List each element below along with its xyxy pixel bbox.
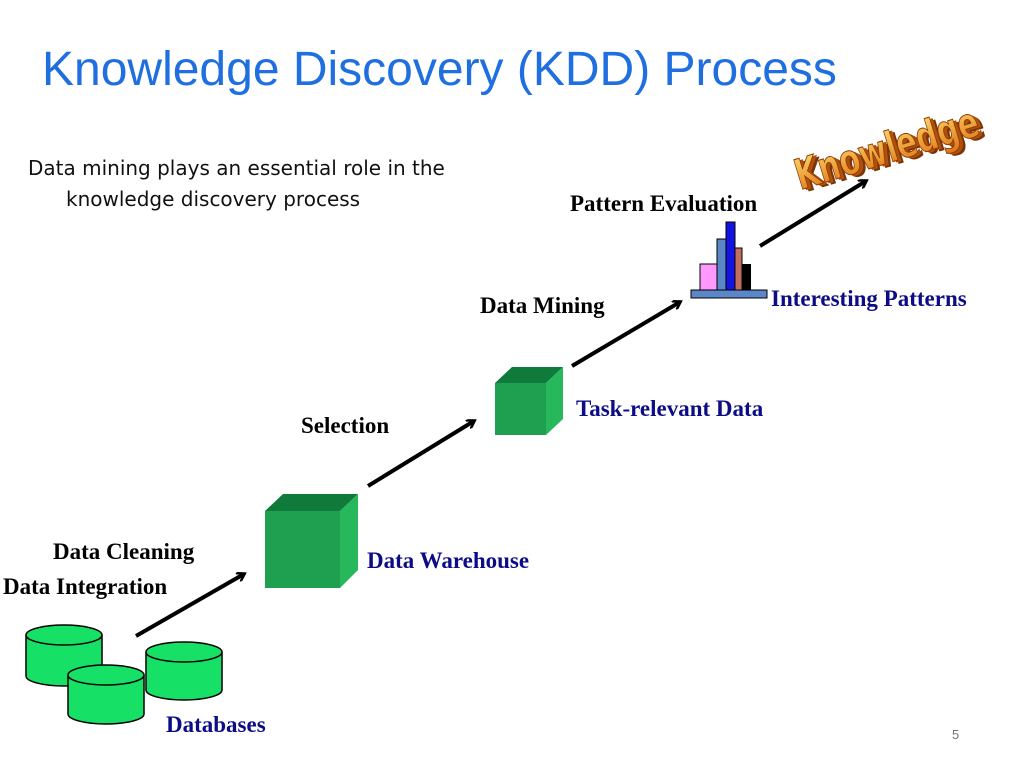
- pattern-bars-icon: [690, 221, 768, 299]
- subtitle-line-2: knowledge discovery process: [66, 187, 361, 211]
- arrow-integration: [135, 574, 244, 638]
- data-mining-label: Data Mining: [480, 293, 605, 318]
- interesting-patterns-label: Interesting Patterns: [771, 286, 967, 311]
- data-warehouse-label: Data Warehouse: [367, 548, 530, 573]
- page-number: 5: [952, 727, 960, 742]
- arrow-mining: [570, 302, 680, 368]
- task-relevant-data-label: Task-relevant Data: [576, 396, 764, 421]
- data-integration-label: Data Integration: [3, 574, 168, 599]
- pattern-evaluation-label: Pattern Evaluation: [570, 191, 758, 216]
- database-icon: [145, 641, 223, 701]
- arrow-evaluation: [758, 181, 866, 248]
- slide-subtitle: Data mining plays an essential role in t…: [28, 153, 508, 215]
- slide-title: Knowledge Discovery (KDD) Process: [42, 43, 837, 96]
- data-warehouse-cube-icon: [265, 494, 358, 588]
- knowledge-wordart: Knowledge Knowledge Knowledge: [788, 97, 990, 202]
- arrow-selection: [366, 421, 474, 488]
- database-icon: [67, 664, 145, 725]
- databases-label: Databases: [166, 712, 266, 737]
- svg-text:Knowledge: Knowledge: [789, 97, 985, 199]
- subtitle-line-1: Data mining plays an essential role in t…: [28, 156, 445, 180]
- selection-label: Selection: [301, 413, 390, 438]
- data-cleaning-label: Data Cleaning: [53, 539, 195, 564]
- task-relevant-data-cube-icon: [495, 367, 563, 435]
